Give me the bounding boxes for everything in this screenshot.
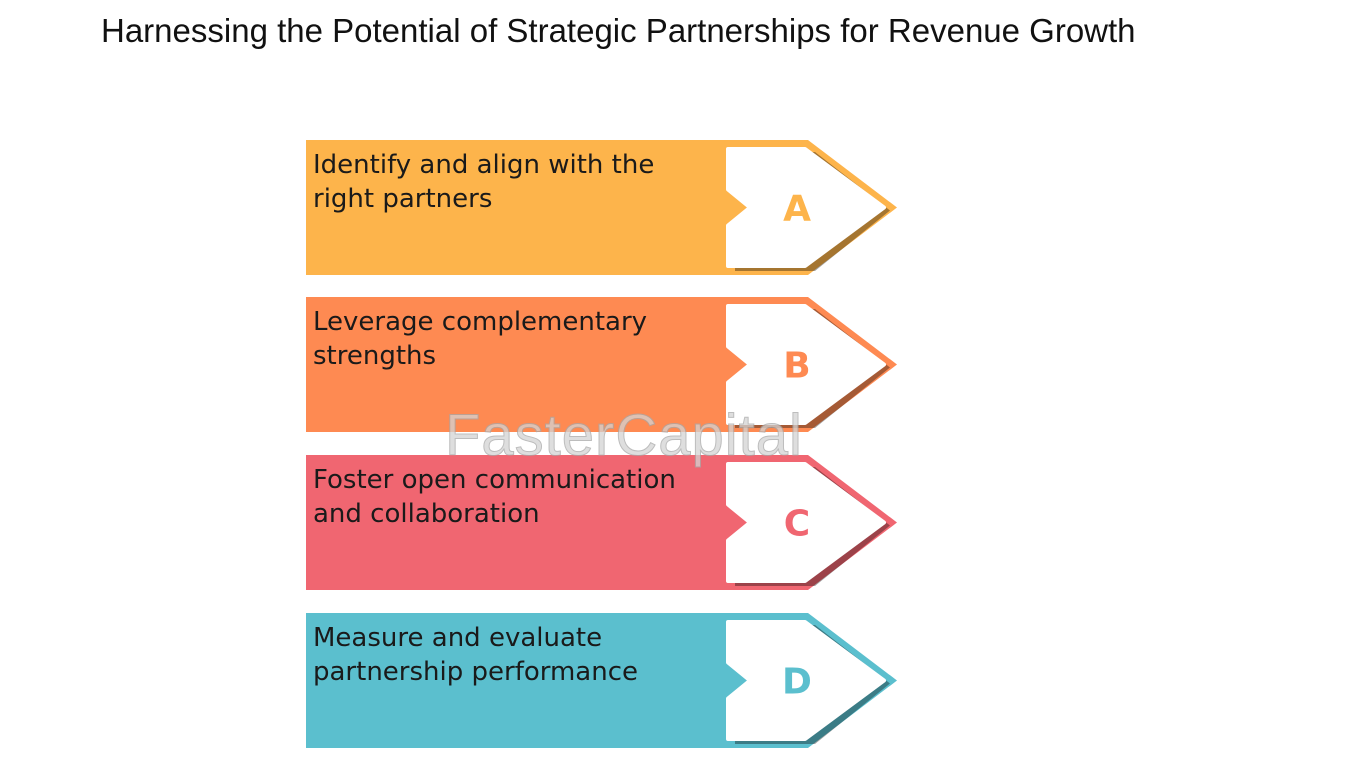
step-c: C xyxy=(306,455,897,590)
step-letter: B xyxy=(783,346,810,387)
watermark: FasterCapital xyxy=(445,403,803,469)
letter-tag xyxy=(726,147,886,268)
step-a: A xyxy=(306,140,897,275)
step-text: Foster open communication and collaborat… xyxy=(313,465,676,529)
letter-tag xyxy=(726,462,886,583)
step-text: Identify and align with the right partne… xyxy=(313,150,655,214)
diagram-title: Harnessing the Potential of Strategic Pa… xyxy=(101,12,1136,49)
step-d: D xyxy=(306,613,897,748)
step-b: B xyxy=(306,297,897,432)
step-letter: A xyxy=(783,189,811,230)
step-text: Measure and evaluate partnership perform… xyxy=(313,623,639,687)
step-text: Leverage complementary strengths xyxy=(313,307,648,371)
step-letter: D xyxy=(782,662,812,703)
letter-tag xyxy=(726,304,886,425)
letter-tag xyxy=(726,620,886,741)
step-letter: C xyxy=(784,504,810,545)
